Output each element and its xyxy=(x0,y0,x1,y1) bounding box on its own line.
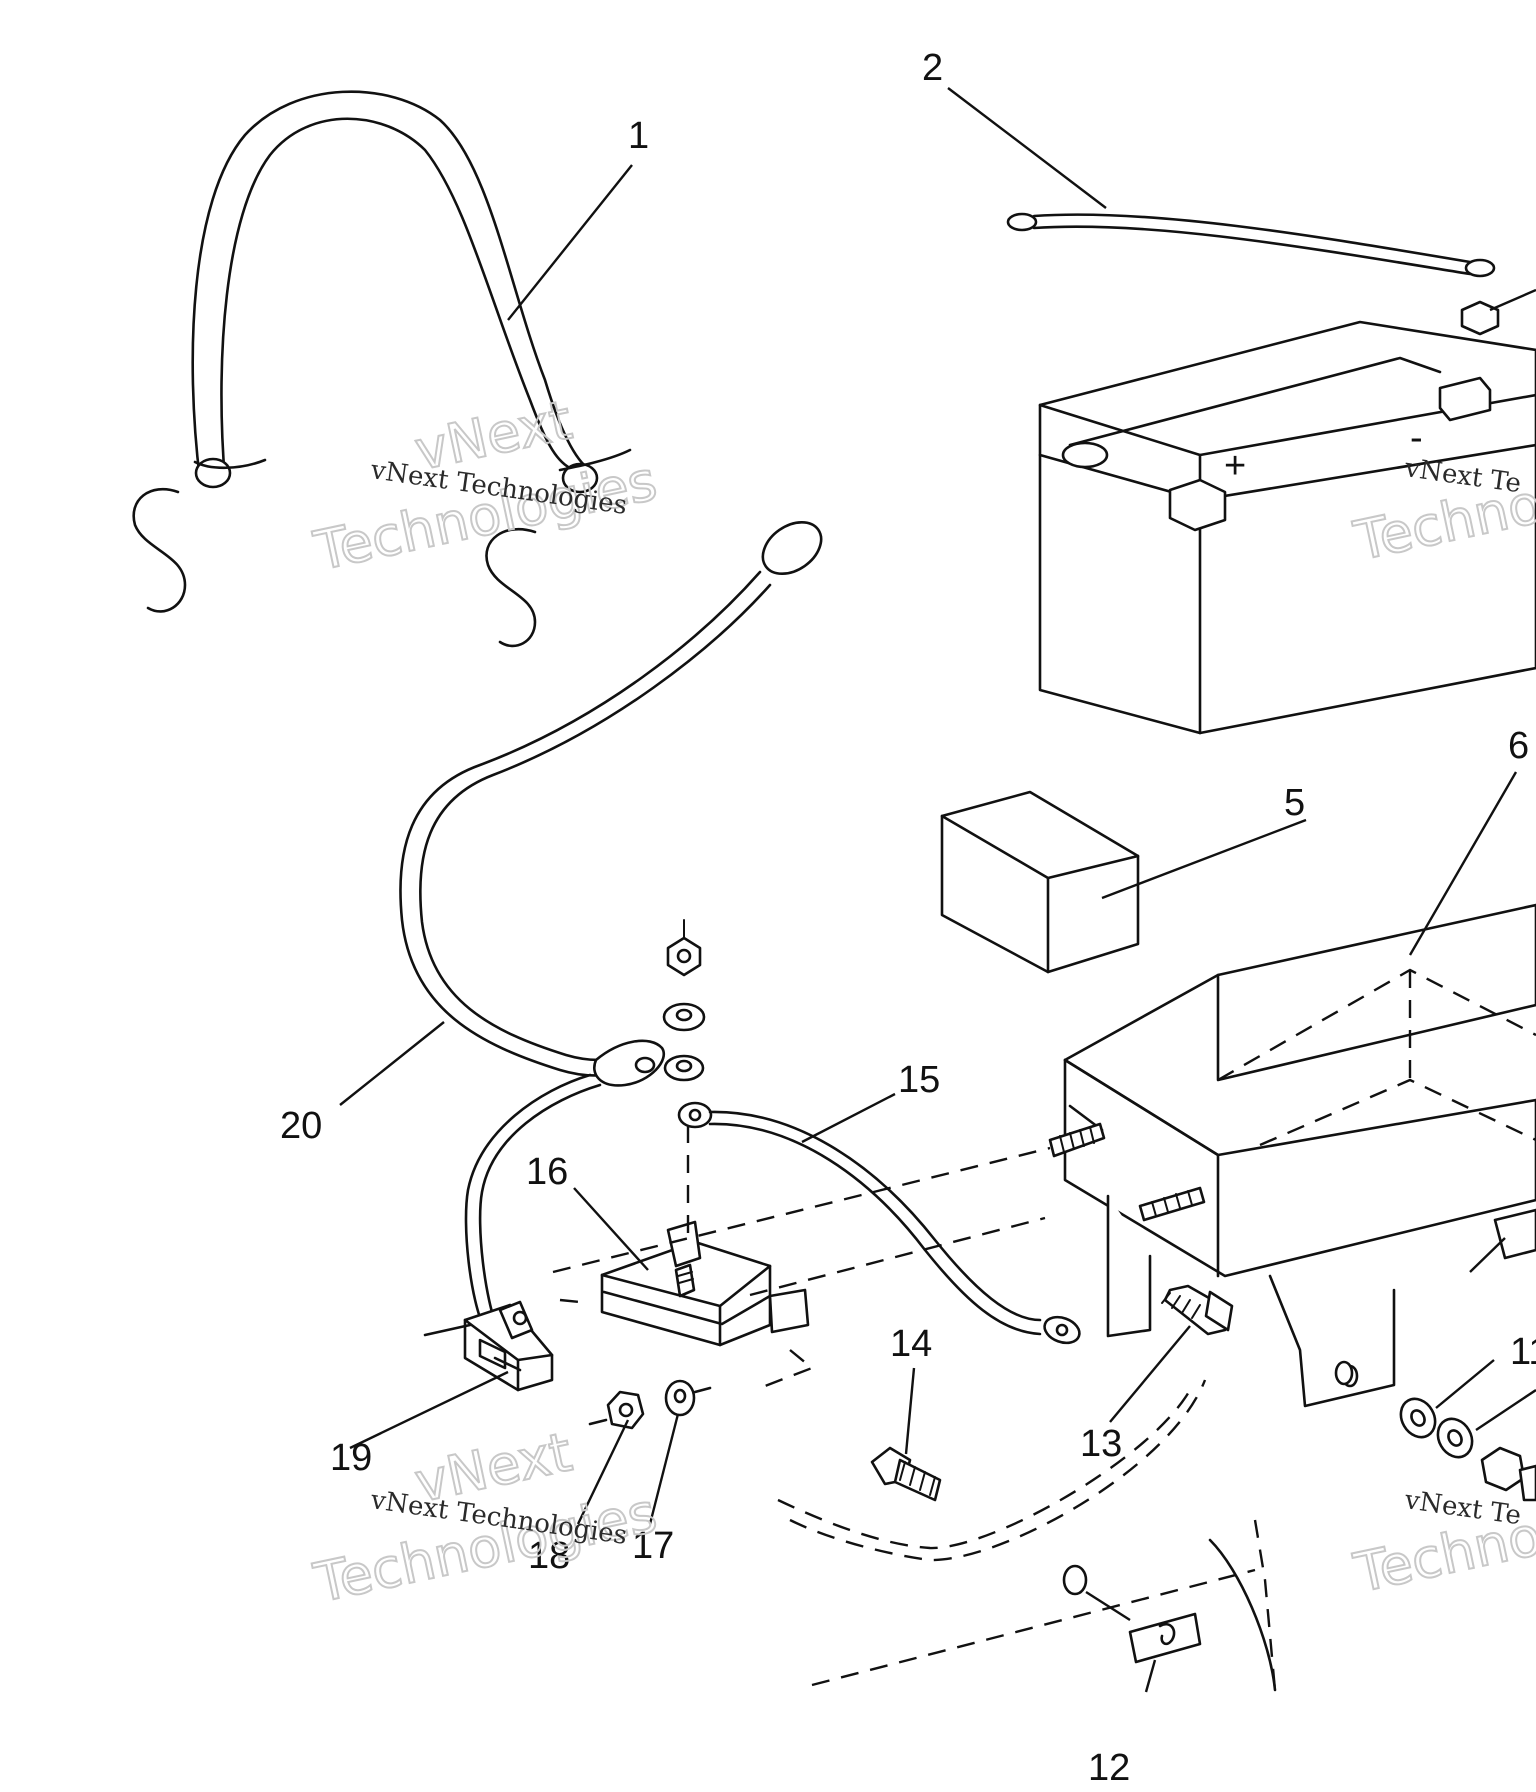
callout-1: 1 xyxy=(628,115,649,157)
part-13-bolt xyxy=(1161,1284,1234,1336)
mounting-plate-outline xyxy=(552,1146,1277,1692)
part-5-foam-pad xyxy=(940,790,1140,974)
callout-12: 12 xyxy=(1088,1747,1130,1789)
battery-plus-symbol: + xyxy=(1224,445,1246,487)
battery-minus-symbol: - xyxy=(1410,417,1423,459)
part-11-hardware xyxy=(1334,1360,1536,1502)
callout-17: 17 xyxy=(632,1525,674,1567)
callout-5: 5 xyxy=(1284,782,1305,824)
part-1-hold-down-strap xyxy=(191,90,632,494)
battery: + - xyxy=(1038,320,1536,735)
callout-6: 6 xyxy=(1508,725,1529,767)
callout-18: 18 xyxy=(528,1535,570,1577)
watermark-bottom-right: Techno vNext Te xyxy=(1348,1485,1536,1606)
part-6-battery-box xyxy=(1063,903,1536,1408)
part-17-washer xyxy=(664,1379,696,1417)
callout-14: 14 xyxy=(890,1323,932,1365)
part-12-clip xyxy=(1085,1590,1202,1664)
part-2-battery-cable xyxy=(1006,212,1500,336)
strap-hook-right xyxy=(485,527,537,648)
part-18-nut xyxy=(588,1386,712,1430)
callout-20: 20 xyxy=(280,1105,322,1147)
callout-labels: 1 2 5 6 11 12 13 14 15 16 17 18 19 20 xyxy=(280,47,1536,1789)
box-studs xyxy=(1048,1122,1536,1260)
callout-16: 16 xyxy=(526,1151,568,1193)
part-19-connector xyxy=(423,1300,554,1392)
terminal-hardware-stack xyxy=(662,919,706,1240)
callout-15: 15 xyxy=(898,1059,940,1101)
callout-13: 13 xyxy=(1080,1423,1122,1465)
callout-11: 11 xyxy=(1510,1331,1536,1373)
part-15-solenoid-cable xyxy=(677,1101,1081,1345)
leader-lines xyxy=(339,87,1536,1693)
callout-19: 19 xyxy=(330,1437,372,1479)
strap-hook-left xyxy=(132,487,187,613)
part-14-bolt xyxy=(870,1446,942,1502)
callout-2: 2 xyxy=(922,47,943,89)
part-20-ground-cable xyxy=(399,520,823,1332)
part-16-starter-solenoid xyxy=(600,1220,810,1347)
